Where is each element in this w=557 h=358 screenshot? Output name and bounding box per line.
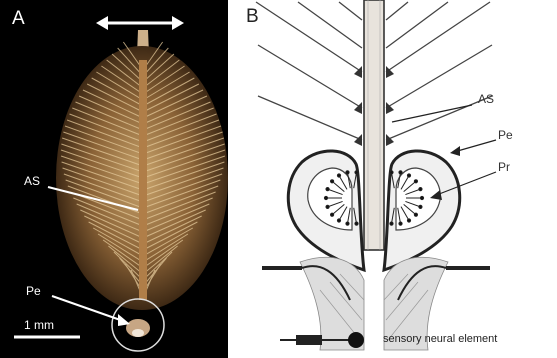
label-as-photo: AS (24, 174, 40, 188)
label-as-diagram: AS (478, 92, 494, 106)
legend-label: sensory neural element (383, 333, 497, 345)
schematic-shaft (364, 0, 384, 250)
antenna-shaft (139, 60, 147, 300)
right-pedicel-lobe (384, 151, 460, 270)
panel-a-photo: A AS Pe 1 mm (0, 0, 228, 358)
left-pedicel-lobe (288, 151, 364, 270)
label-pe-photo: Pe (26, 284, 41, 298)
scale-bar-label: 1 mm (24, 318, 54, 332)
label-pe-diagram: Pe (498, 128, 513, 142)
label-pr-diagram: Pr (498, 160, 510, 174)
pe-leader-line-b (454, 140, 496, 152)
antenna-schematic (240, 0, 557, 358)
panel-b-letter: B (246, 6, 259, 28)
as-leader-line-b (392, 105, 472, 122)
panel-b-diagram: B AS Pe Pr sensory neural element (240, 0, 557, 358)
double-arrow-icon (96, 16, 184, 30)
panel-a-letter: A (12, 8, 25, 30)
